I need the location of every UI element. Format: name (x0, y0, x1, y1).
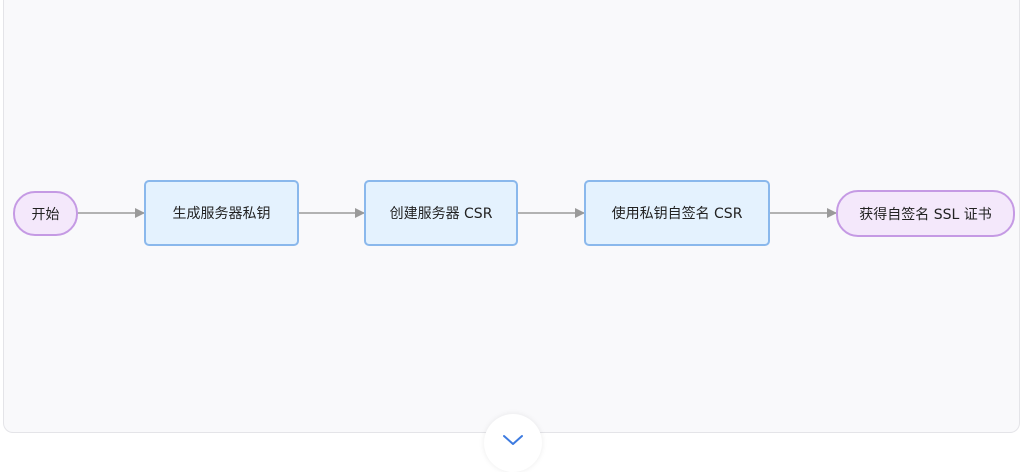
node-generate-private-key: 生成服务器私钥 (144, 180, 299, 246)
node-generate-private-key-label: 生成服务器私钥 (172, 206, 271, 222)
node-start-label: 开始 (31, 206, 60, 223)
node-create-csr: 创建服务器 CSR (364, 180, 518, 246)
node-self-sign-csr: 使用私钥自签名 CSR (584, 180, 770, 246)
chevron-down-icon (503, 435, 523, 445)
node-get-certificate: 获得自签名 SSL 证书 (836, 190, 1015, 237)
node-create-csr-label: 创建服务器 CSR (389, 206, 493, 222)
node-self-sign-csr-label: 使用私钥自签名 CSR (611, 206, 743, 222)
node-get-certificate-label: 获得自签名 SSL 证书 (859, 206, 992, 223)
node-start: 开始 (13, 191, 78, 236)
expand-button[interactable] (484, 414, 542, 472)
flowchart-edges (78, 208, 837, 218)
